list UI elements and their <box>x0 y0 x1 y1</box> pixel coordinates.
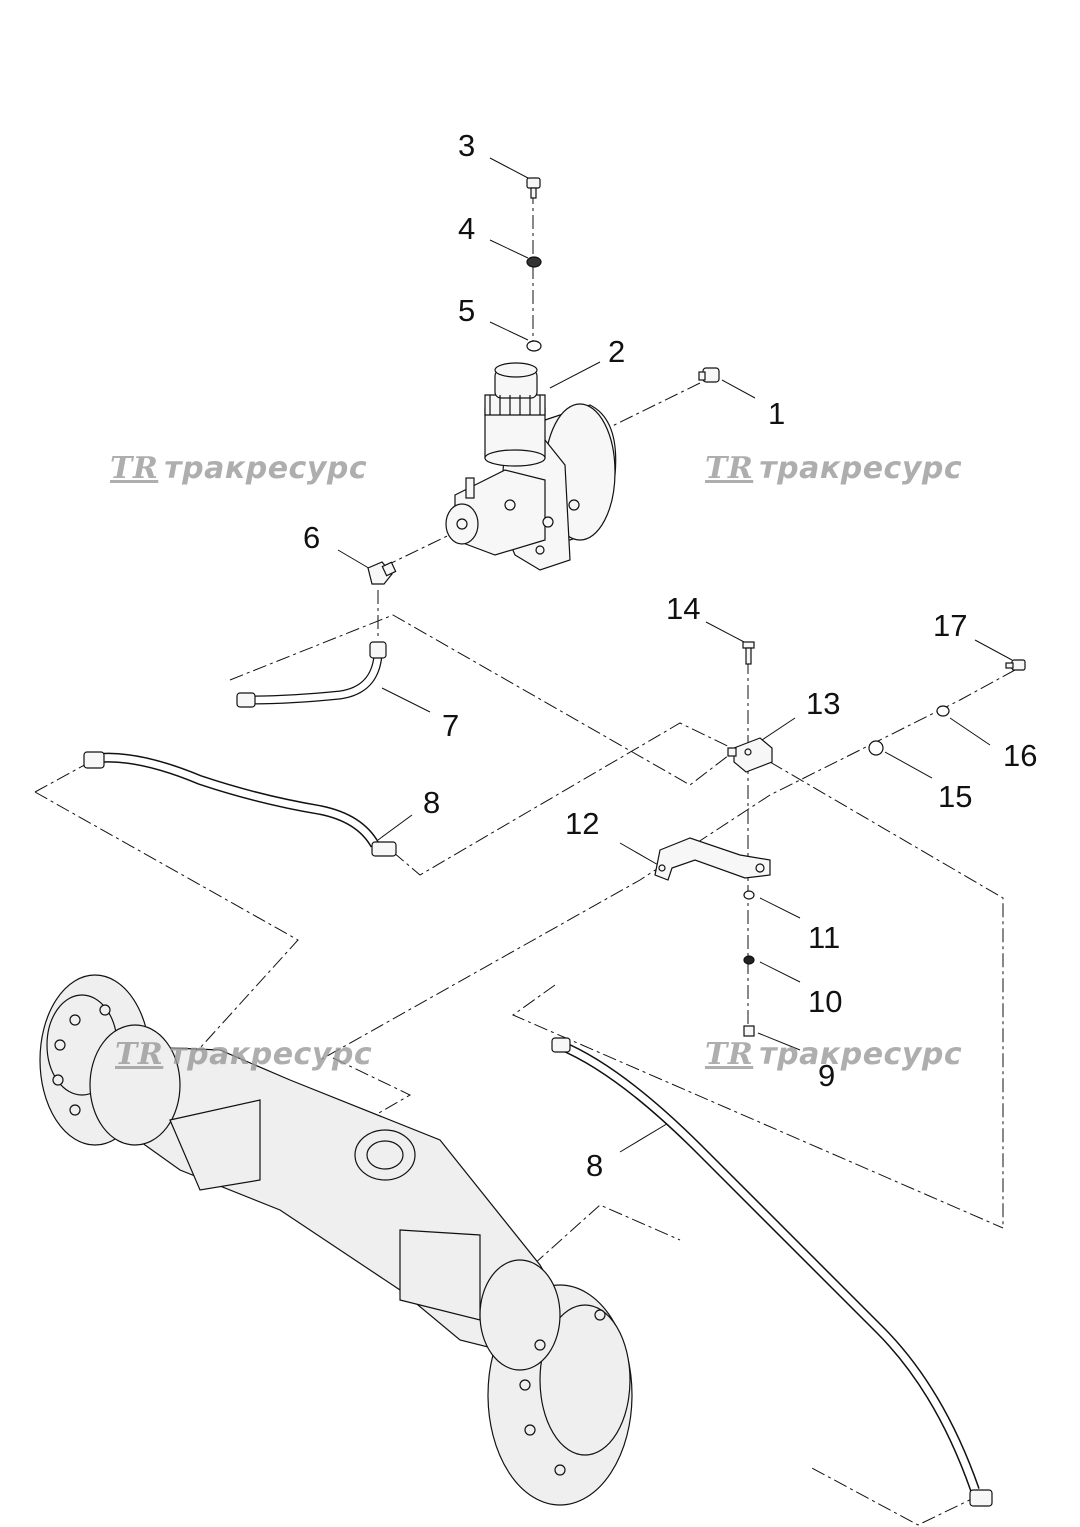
callout-4: 4 <box>458 211 476 246</box>
part-4-washer <box>526 256 542 268</box>
part-8-hose-lower <box>551 1037 993 1507</box>
callout-3: 3 <box>458 128 476 163</box>
part-5-ring <box>526 340 542 352</box>
leader-lines <box>337 157 1013 1153</box>
callout-8-lower: 8 <box>586 1148 604 1183</box>
callout-5: 5 <box>458 293 476 328</box>
callout-1: 1 <box>768 396 786 431</box>
callout-8-upper: 8 <box>423 785 441 820</box>
callout-9: 9 <box>818 1058 836 1093</box>
drive-axle <box>39 974 633 1506</box>
part-12-bracket <box>654 837 771 881</box>
callout-16: 16 <box>1003 738 1038 773</box>
callout-14: 14 <box>666 591 701 626</box>
part-15-ring <box>868 740 884 756</box>
assembly-lines <box>34 190 1016 1526</box>
callout-11: 11 <box>808 920 841 955</box>
part-1-fitting <box>698 367 720 383</box>
part-8-hose-upper <box>83 751 397 857</box>
part-17-bolt <box>1005 659 1026 671</box>
callout-17: 17 <box>933 608 968 643</box>
callout-13: 13 <box>806 686 841 721</box>
callout-2: 2 <box>608 334 626 369</box>
callout-12: 12 <box>565 806 600 841</box>
part-16-washer <box>936 705 950 717</box>
part-2-pump-assembly <box>445 362 617 571</box>
callout-6: 6 <box>303 520 321 555</box>
part-13-tee-block <box>727 737 773 773</box>
part-7-short-hose <box>236 641 387 708</box>
part-3-bolt <box>526 177 541 199</box>
callout-15: 15 <box>938 779 973 814</box>
part-11-washer <box>743 890 755 900</box>
part-14-bolt <box>742 641 755 665</box>
callout-7: 7 <box>442 708 460 743</box>
callout-10: 10 <box>808 984 843 1019</box>
part-9-nut <box>743 1025 755 1037</box>
part-6-elbow <box>367 561 397 585</box>
part-10-washer <box>743 955 755 965</box>
